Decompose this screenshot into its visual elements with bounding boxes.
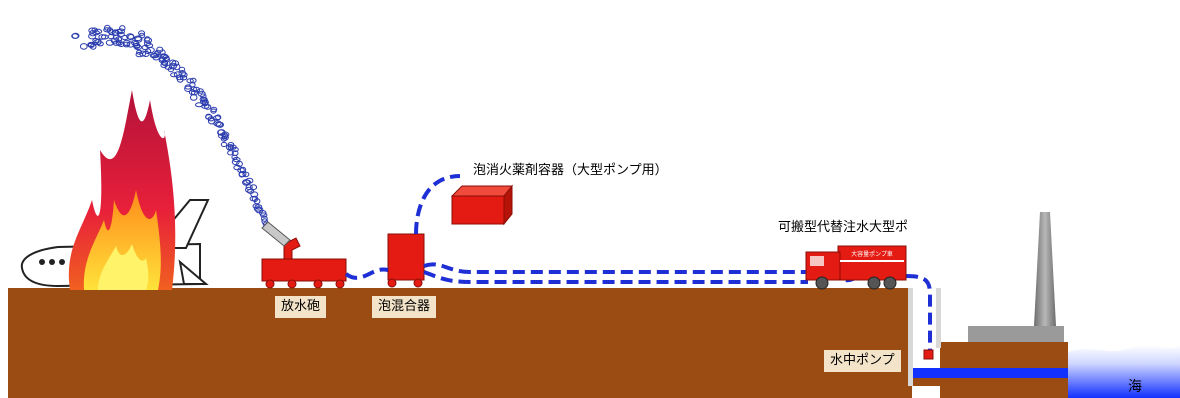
foam-droplet <box>186 78 194 84</box>
foam-droplet <box>163 56 170 63</box>
foam-droplet <box>173 63 181 71</box>
foam-droplet <box>159 53 168 59</box>
foam-droplet <box>184 85 193 93</box>
foam-mixer <box>387 233 425 288</box>
foam-droplet <box>98 34 107 40</box>
foam-droplet <box>250 191 259 198</box>
foam-droplet <box>126 33 135 40</box>
foam-droplet <box>231 150 239 157</box>
foam-agent-container <box>450 184 514 226</box>
foam-droplet <box>215 114 222 120</box>
plant-building <box>968 212 1064 342</box>
foam-droplet <box>261 218 268 225</box>
foam-droplet <box>216 121 224 128</box>
foam-droplet <box>170 72 178 78</box>
submersible-pump <box>923 349 934 360</box>
foam-droplet <box>239 166 247 174</box>
foam-droplet <box>197 90 206 97</box>
foam-droplet <box>218 133 227 139</box>
foam-droplet <box>220 141 228 148</box>
foam-droplet <box>71 32 80 39</box>
foam-droplet <box>143 37 153 44</box>
foam-droplet <box>138 30 146 36</box>
foam-droplet <box>151 53 160 59</box>
foam-droplet <box>210 108 217 114</box>
foam-droplet <box>192 86 201 93</box>
foam-container-label: 泡消火薬剤容器（大型ポンプ用） <box>473 163 668 178</box>
pump-truck: 大容量ポンプ車 <box>805 245 907 290</box>
foam-droplet <box>122 41 131 48</box>
fire <box>68 90 176 290</box>
foam-mixer-label: 泡混合器 <box>372 296 437 318</box>
pump-truck-label: 可搬型代替注水大型ポ <box>778 220 909 235</box>
foam-droplet <box>92 38 100 44</box>
foam-droplet <box>131 39 139 46</box>
foam-droplet <box>167 66 175 73</box>
foam-droplet <box>117 42 125 47</box>
ground <box>8 288 1068 398</box>
foam-droplet <box>136 49 143 55</box>
foam-droplet <box>141 44 149 51</box>
foam-droplet <box>133 35 143 42</box>
foam-droplet <box>245 177 254 184</box>
water-cannon <box>261 221 347 289</box>
foam-droplet <box>173 71 183 78</box>
foam-droplet <box>227 150 234 156</box>
foam-droplet <box>88 33 97 40</box>
foam-droplet <box>205 114 213 120</box>
foam-droplet <box>196 88 204 94</box>
foam-droplet <box>87 41 96 48</box>
foam-droplet <box>105 39 114 46</box>
foam-droplet <box>232 157 241 163</box>
foam-droplet <box>189 77 197 84</box>
submersible-pump-label: 水中ポンプ <box>824 350 901 372</box>
foam-droplet <box>242 171 250 178</box>
foam-droplet <box>121 35 129 41</box>
foam-droplet <box>178 70 187 77</box>
foam-droplet <box>135 51 144 58</box>
foam-droplet <box>189 94 198 101</box>
foam-droplet <box>160 62 168 69</box>
sea-label: 海 <box>1128 379 1142 395</box>
foam-droplet <box>253 206 263 212</box>
foam-droplet <box>220 135 227 142</box>
foam-droplet <box>227 142 235 148</box>
foam-droplet <box>249 184 258 191</box>
foam-droplet <box>79 43 88 50</box>
water-cannon-label: 放水砲 <box>275 296 327 318</box>
foam-droplet <box>116 28 126 35</box>
foam-droplet <box>89 30 97 37</box>
foam-droplet <box>184 84 192 90</box>
foam-droplet <box>261 215 268 222</box>
foam-droplet <box>169 59 177 66</box>
foam-droplet <box>88 27 96 34</box>
foam-droplet <box>201 99 209 106</box>
foam-droplet <box>119 25 126 32</box>
truck-side-text: 大容量ポンプ車 <box>851 250 893 258</box>
foam-droplet <box>153 51 160 58</box>
sea <box>1068 345 1180 398</box>
foam-droplet <box>156 46 164 53</box>
foam-droplet <box>134 44 142 51</box>
foam-droplet <box>103 27 112 33</box>
foam-droplet <box>139 50 147 57</box>
foam-droplet <box>217 129 225 136</box>
